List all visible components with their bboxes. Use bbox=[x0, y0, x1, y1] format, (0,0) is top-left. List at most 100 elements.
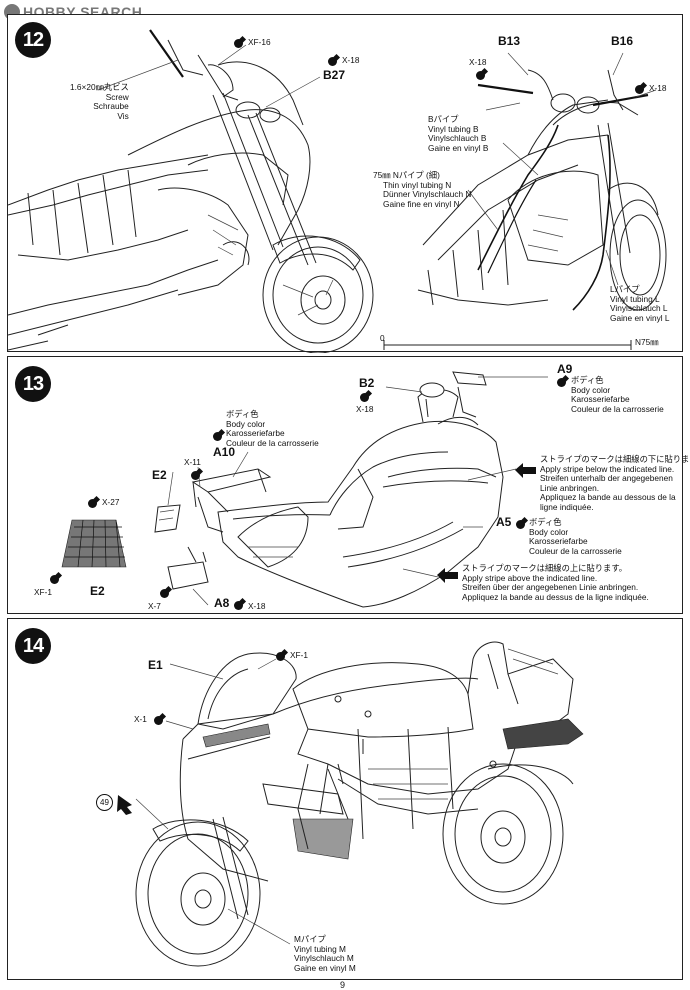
a8-bracket-part bbox=[167, 546, 209, 590]
glue-x11-label: X-11 bbox=[184, 457, 201, 467]
tube-l-de: Vinylschlauch L bbox=[610, 303, 668, 314]
tube-m-de: Vinylschlauch M bbox=[294, 953, 354, 964]
part-b27-label: B27 bbox=[323, 68, 346, 82]
body-color-a5-label: ボディ色 Body color Karosseriefarbe Couleur … bbox=[529, 517, 622, 556]
screw-label-en: Screw bbox=[105, 91, 129, 102]
tube-n-fr: Gaine fine en vinyl N bbox=[383, 198, 460, 209]
tube-l-jp: Lパイプ bbox=[610, 284, 640, 294]
stripe-above-en: Apply stripe above the indicated line. bbox=[462, 572, 598, 583]
part-a8-label: A8 bbox=[214, 596, 230, 610]
part-e2-top-label: E2 bbox=[152, 468, 167, 482]
stripe-below-de2: Linie anbringen. bbox=[540, 482, 600, 493]
body-color-a10-en: Body color bbox=[226, 418, 266, 429]
glue-x1-label: X-1 bbox=[134, 714, 147, 724]
part-e2-bottom-label: E2 bbox=[90, 584, 105, 598]
stripe-below-en: Apply stripe below the indicated line. bbox=[540, 463, 675, 474]
body-color-a10-de: Karosseriefarbe bbox=[226, 428, 285, 439]
glue-x18-label: X-18 bbox=[342, 55, 360, 65]
glue-xf1-label: XF-1 bbox=[290, 650, 308, 660]
stripe-below-jp: ストライプのマークは細線の下に貼ります。 bbox=[540, 454, 690, 464]
glue-drop-icon bbox=[476, 71, 485, 80]
body-color-a9-de: Karosseriefarbe bbox=[571, 394, 630, 405]
stripe-above-fr: Appliquez la bande au dessus de la ligne… bbox=[462, 591, 649, 602]
e2-small-light bbox=[154, 504, 181, 533]
part-b16-label: B16 bbox=[611, 34, 634, 48]
scale-zero-label: 0 bbox=[380, 333, 385, 343]
decal-pointer-icon bbox=[117, 795, 132, 815]
glue-drop-icon bbox=[516, 520, 525, 529]
e2-grille-part bbox=[61, 519, 127, 568]
glue-drop-icon bbox=[50, 575, 59, 584]
stripe-below-fr2: ligne indiquée. bbox=[540, 501, 594, 512]
tube-l-fr: Gaine en vinyl L bbox=[610, 312, 670, 323]
body-color-a5-jp: ボディ色 bbox=[529, 517, 562, 527]
leader-lines-14 bbox=[135, 658, 291, 945]
leader-lines-12 bbox=[97, 44, 657, 286]
part-a10-label: A10 bbox=[213, 445, 236, 459]
glue-x27-label: X-27 bbox=[102, 497, 120, 507]
decal-49-marker: 49 bbox=[96, 794, 113, 811]
glue-drop-icon bbox=[557, 378, 566, 387]
part-e1-label: E1 bbox=[148, 658, 163, 672]
part-b13-label: B13 bbox=[498, 34, 521, 48]
scale-length-label: N75㎜ bbox=[635, 337, 659, 347]
tube-l-en: Vinyl tubing L bbox=[610, 293, 660, 304]
stripe-below-fr1: Appliquez la bande au dessous de la bbox=[540, 492, 676, 503]
tube-m-fr: Gaine en vinyl M bbox=[294, 962, 356, 973]
glue-x7-label: X-7 bbox=[148, 601, 161, 611]
tube-m-label: Mパイプ Vinyl tubing M Vinylschlauch M Gain… bbox=[294, 934, 356, 973]
step-12-drawing bbox=[8, 29, 667, 353]
glue-xf1-label: XF-1 bbox=[34, 587, 52, 597]
step-number-14: 14 bbox=[15, 628, 51, 664]
body-color-a10-fr: Couleur de la carrosserie bbox=[226, 437, 319, 448]
body-color-a10-label: ボディ色 Body color Karosseriefarbe Couleur … bbox=[226, 409, 319, 448]
tube-m-en: Vinyl tubing M bbox=[294, 943, 346, 954]
glue-drop-icon bbox=[635, 85, 644, 94]
body-color-a5-de: Karosseriefarbe bbox=[529, 536, 588, 547]
a10-duct-part bbox=[191, 468, 272, 533]
screw-label: 1.6×20㎜丸ビス Screw Schraube Vis bbox=[70, 82, 129, 121]
glue-drop-icon bbox=[154, 716, 163, 725]
glue-x18-label: X-18 bbox=[248, 601, 266, 611]
body-color-a10-jp: ボディ色 bbox=[226, 409, 259, 419]
body-color-a5-fr: Couleur de la carrosserie bbox=[529, 545, 622, 556]
glue-drop-icon bbox=[234, 39, 243, 48]
tube-b-fr: Gaine en vinyl B bbox=[428, 142, 489, 153]
tube-b-en: Vinyl tubing B bbox=[428, 123, 479, 134]
tube-n-jp: 75㎜ Nパイプ (細) bbox=[373, 170, 440, 180]
glue-drop-icon bbox=[160, 589, 169, 598]
glue-x18-label: X-18 bbox=[649, 83, 667, 93]
part-a5-label: A5 bbox=[496, 515, 512, 529]
body-color-a9-fr: Couleur de la carrosserie bbox=[571, 403, 664, 414]
glue-drop-icon bbox=[360, 393, 369, 402]
tube-b-jp: Bパイプ bbox=[428, 114, 459, 124]
step-12-panel: 12 1.6×20㎜丸ビス Screw Schraube Vis XF-16 X… bbox=[7, 14, 683, 353]
glue-x18-label: X-18 bbox=[469, 57, 487, 67]
screw-label-de: Schraube bbox=[93, 101, 129, 112]
step-13-drawing bbox=[61, 371, 548, 608]
stripe-above-note: ストライプのマークは細線の上に貼ります。 Apply stripe above … bbox=[462, 563, 649, 602]
body-color-a9-en: Body color bbox=[571, 384, 611, 395]
glue-drop-icon bbox=[88, 499, 97, 508]
step-14-drawing bbox=[117, 641, 584, 967]
motorcycle-right-frame bbox=[417, 69, 667, 311]
tube-b-label: Bパイプ Vinyl tubing B Vinylschlauch B Gain… bbox=[428, 114, 489, 153]
glue-drop-icon bbox=[213, 432, 222, 441]
stripe-above-jp: ストライプのマークは細線の上に貼ります。 bbox=[462, 563, 628, 573]
tube-l-label: Lパイプ Vinyl tubing L Vinylschlauch L Gain… bbox=[610, 284, 670, 323]
part-a9-label: A9 bbox=[557, 362, 573, 376]
body-color-a9-jp: ボディ色 bbox=[571, 375, 604, 385]
glue-xf16-label: XF-16 bbox=[248, 37, 271, 47]
scale-bar bbox=[383, 340, 632, 350]
stripe-below-note: ストライプのマークは細線の下に貼ります。 Apply stripe below … bbox=[540, 454, 690, 513]
body-color-a9-label: ボディ色 Body color Karosseriefarbe Couleur … bbox=[571, 375, 664, 414]
complete-motorcycle bbox=[135, 641, 584, 967]
stripe-arrow-icon bbox=[515, 463, 536, 478]
step-number-13: 13 bbox=[15, 366, 51, 402]
glue-drop-icon bbox=[328, 57, 337, 66]
tube-n-de: Dünner Vinylschlauch N bbox=[383, 189, 472, 200]
decal-49-number: 49 bbox=[100, 798, 109, 807]
step-number-12: 12 bbox=[15, 22, 51, 58]
glue-drop-icon bbox=[191, 471, 200, 480]
step-13-panel: 13 B2 X-18 A9 ボディ色 Body color Karosserie… bbox=[7, 356, 690, 614]
